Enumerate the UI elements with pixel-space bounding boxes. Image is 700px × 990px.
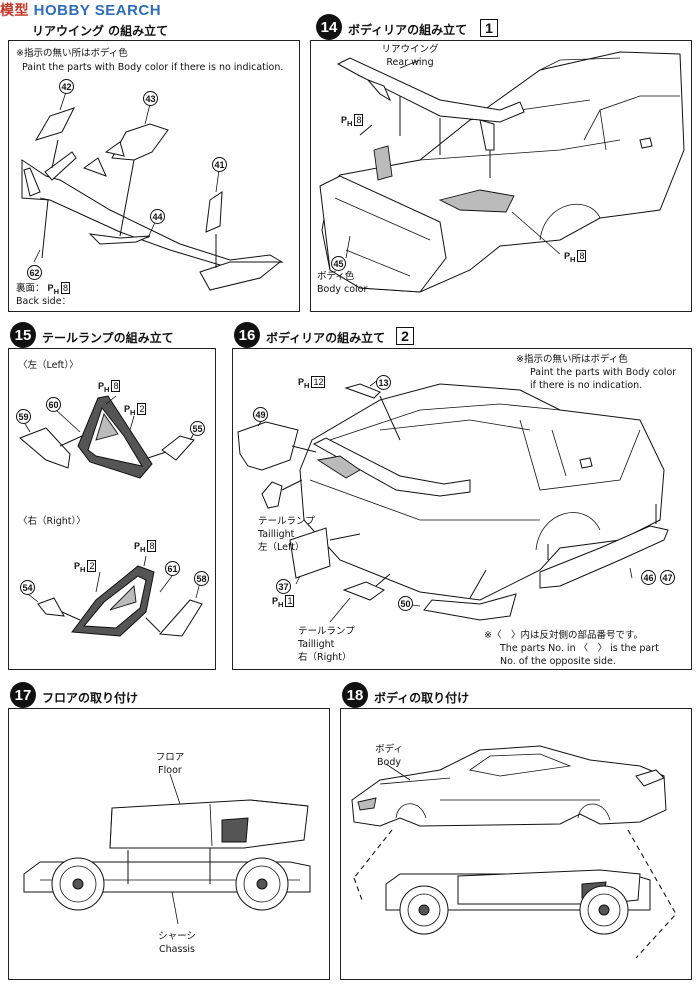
step18-title: ボディの取り付け bbox=[374, 691, 470, 705]
part-55: 55 bbox=[190, 421, 205, 436]
right-label: 〈右（Right）〉 bbox=[18, 516, 86, 527]
step15-badge: 15 bbox=[10, 322, 36, 348]
step13-note-en: Paint the parts with Body color if there… bbox=[22, 62, 284, 73]
part-44: 44 bbox=[150, 209, 165, 224]
taillight-left-en: Taillight bbox=[258, 529, 295, 540]
part-61: 61 bbox=[165, 561, 180, 576]
opposite-note-jp: ※〈 〉内は反対側の部品番号です。 bbox=[484, 630, 644, 641]
step16-box: 2 bbox=[396, 327, 414, 345]
floor-label-en: Floor bbox=[158, 765, 182, 776]
taillight-left-side: 左（Left） bbox=[258, 542, 305, 553]
step14-badge: 14 bbox=[316, 14, 342, 40]
step14-title: ボディリアの組み立て bbox=[348, 23, 468, 37]
part-37: 37 bbox=[276, 579, 291, 594]
rear-wing-label-jp: リアウイング bbox=[381, 44, 439, 55]
floor-label-jp: フロア bbox=[155, 752, 185, 763]
body-color-en: Body color bbox=[317, 284, 368, 295]
part-43: 43 bbox=[143, 91, 158, 106]
part-46: 46 bbox=[641, 570, 656, 585]
opposite-note-en-1: The parts No. in 〈 〉 is the part bbox=[500, 643, 659, 654]
back-side-label-en: Back side： bbox=[16, 296, 72, 307]
taillight-right-jp: テールランプ bbox=[298, 626, 355, 637]
body-color-jp: ボディ色 bbox=[317, 271, 355, 282]
step15-title: テールランプの組み立て bbox=[42, 331, 174, 345]
taillight-right-side: 右（Right） bbox=[298, 652, 352, 663]
part-47: 47 bbox=[660, 570, 675, 585]
part-41: 41 bbox=[212, 157, 227, 172]
step16-note-en-2: if there is no indication. bbox=[530, 380, 643, 391]
step14-box: 1 bbox=[480, 19, 498, 37]
step13-note-jp: ※指示の無い所はボディ色 bbox=[16, 48, 128, 59]
part-50: 50 bbox=[398, 596, 413, 611]
part-62: 62 bbox=[27, 265, 42, 280]
part-49: 49 bbox=[253, 407, 268, 422]
left-label: 〈左（Left）〉 bbox=[18, 360, 79, 371]
step16-badge: 16 bbox=[234, 322, 260, 348]
body-label-jp: ボディ bbox=[375, 744, 403, 755]
step16-note-jp: ※指示の無い所はボディ色 bbox=[516, 354, 628, 365]
step18-badge: 18 bbox=[342, 682, 368, 708]
step16-note-en-1: Paint the parts with Body color bbox=[530, 367, 677, 378]
part-13: 13 bbox=[376, 375, 391, 390]
chassis-label-jp: シャーシ bbox=[158, 931, 196, 942]
step13-title: リアウイング の組み立て bbox=[32, 24, 169, 38]
part-59: 59 bbox=[16, 409, 31, 424]
body-label-en: Body bbox=[377, 757, 401, 768]
part-54: 54 bbox=[20, 580, 35, 595]
part-45: 45 bbox=[331, 256, 346, 271]
part-42: 42 bbox=[59, 79, 74, 94]
taillight-left-jp: テールランプ bbox=[258, 516, 315, 527]
watermark: 模型 HOBBY SEARCH bbox=[0, 2, 162, 19]
rear-wing-label-en: Rear wing bbox=[386, 57, 434, 68]
step17-badge: 17 bbox=[10, 682, 36, 708]
taillight-right-en: Taillight bbox=[298, 639, 335, 650]
chassis-label-en: Chassis bbox=[159, 944, 195, 955]
step17-title: フロアの取り付け bbox=[42, 691, 139, 705]
part-60: 60 bbox=[46, 397, 61, 412]
step16-title: ボディリアの組み立て bbox=[266, 331, 386, 345]
part-58: 58 bbox=[194, 571, 209, 586]
opposite-note-en-2: No. of the opposite side. bbox=[500, 656, 616, 667]
